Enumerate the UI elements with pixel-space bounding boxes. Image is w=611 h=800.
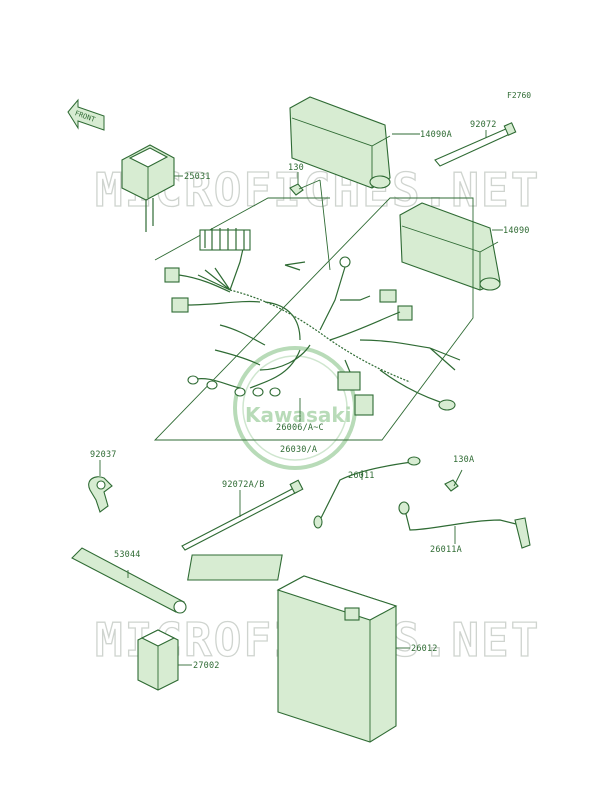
- part-92037: [88, 476, 113, 513]
- figure-number: F2760: [507, 91, 531, 100]
- part-130: [289, 179, 321, 196]
- part-14090A: [289, 96, 391, 189]
- part-130A: [444, 469, 463, 492]
- part-25031: [121, 144, 175, 232]
- label-14090A: 14090A: [420, 130, 452, 140]
- part-27002: [137, 629, 179, 691]
- label-130A: 130A: [453, 455, 474, 465]
- part-26011A: [398, 501, 531, 549]
- label-26011: 26011: [348, 471, 375, 481]
- label-26011A: 26011A: [430, 545, 462, 555]
- label-14090: 14090: [503, 226, 530, 236]
- label-92072AB: 92072A/B: [222, 480, 265, 490]
- logo-text: Kawasaki: [245, 403, 352, 427]
- label-92037: 92037: [90, 450, 117, 460]
- label-27002: 27002: [193, 661, 220, 671]
- label-25031: 25031: [184, 172, 211, 182]
- label-92072: 92072: [470, 120, 497, 130]
- part-14090: [399, 202, 501, 291]
- part-26012: [187, 554, 398, 743]
- part-92072: [434, 122, 517, 167]
- part-92072AB: [181, 479, 304, 551]
- harness-frame: [153, 197, 474, 441]
- label-26012: 26012: [411, 644, 438, 654]
- part-26011: [313, 456, 421, 529]
- label-130: 130: [288, 163, 304, 173]
- label-26030: 26030/A: [280, 445, 317, 455]
- label-26006: 26006/A~C: [276, 423, 324, 433]
- front-arrow-icon: FRONT: [67, 98, 105, 131]
- label-53044: 53044: [114, 550, 141, 560]
- part-26030-harness: [164, 228, 461, 416]
- part-53044: [71, 547, 187, 614]
